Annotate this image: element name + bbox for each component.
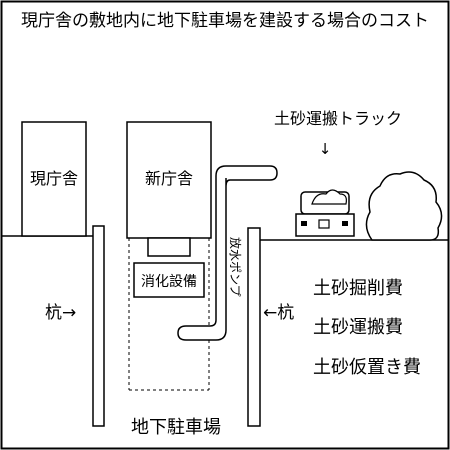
right-pile-label: ←杭 bbox=[263, 303, 294, 323]
truck-plate bbox=[318, 219, 330, 229]
cost-item: 土砂仮置き費 bbox=[313, 357, 421, 378]
pump-label: 放水ポンプ bbox=[228, 237, 243, 297]
soil-load bbox=[311, 189, 347, 205]
cost-item: 土砂掘削費 bbox=[313, 278, 403, 299]
cost-item: 土砂運搬費 bbox=[313, 317, 403, 338]
new-building bbox=[126, 121, 212, 239]
current-building bbox=[21, 121, 87, 237]
cost-list: 土砂掘削費 土砂運搬費 土砂仮置き費 bbox=[313, 278, 421, 378]
water-pump-pipe bbox=[177, 165, 278, 341]
truck-right-light bbox=[342, 221, 348, 226]
fire-system-box bbox=[133, 262, 205, 298]
right-pile bbox=[247, 227, 261, 427]
new-building-label: 新庁舎 bbox=[145, 169, 193, 188]
fire-system-label: 消化設備 bbox=[141, 274, 197, 290]
diagram-title: 現庁舎の敷地内に地下駐車場を建設する場合のコスト bbox=[21, 11, 429, 31]
truck-label: 土砂運搬トラック bbox=[274, 109, 402, 128]
equipment-box bbox=[147, 237, 191, 257]
dump-truck bbox=[295, 189, 355, 237]
left-pile-label: 杭→ bbox=[45, 303, 76, 323]
truck-left-light bbox=[301, 221, 307, 226]
bush bbox=[365, 171, 443, 241]
left-pile bbox=[92, 225, 105, 427]
down-arrow: ↓ bbox=[319, 140, 332, 158]
parking-label: 地下駐車場 bbox=[131, 417, 221, 438]
current-building-label: 現庁舎 bbox=[30, 169, 78, 188]
